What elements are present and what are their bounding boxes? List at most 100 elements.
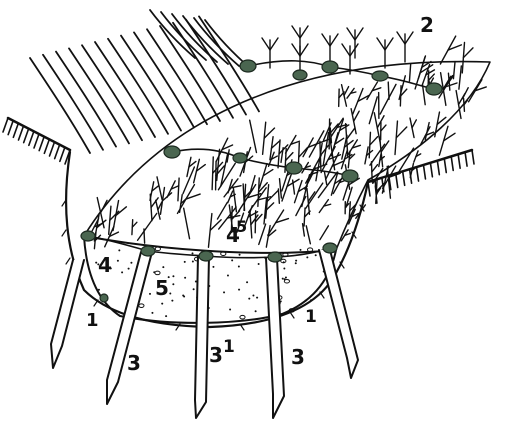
twig xyxy=(217,202,227,219)
soil-speck xyxy=(191,252,193,254)
soil-pebble xyxy=(155,271,160,275)
binding-knot xyxy=(141,246,155,256)
twig-tip xyxy=(350,44,358,56)
stake-3 xyxy=(195,256,209,418)
soil-speck xyxy=(248,298,250,300)
binding-knot xyxy=(199,251,213,261)
twig xyxy=(178,178,179,201)
soil-speck xyxy=(231,259,233,261)
ground-surface-left xyxy=(3,118,70,164)
soil-speck xyxy=(282,278,284,280)
twig xyxy=(259,224,266,244)
ground-hatch-mark xyxy=(19,126,24,140)
binding-knot xyxy=(268,252,282,262)
binding-knot xyxy=(322,61,338,73)
brushwood-stem xyxy=(43,55,103,150)
twig xyxy=(184,208,190,239)
twig-branch xyxy=(101,200,107,212)
twig xyxy=(425,123,429,140)
twig-branch xyxy=(354,111,360,121)
twig-tip xyxy=(405,32,413,44)
soil-speck xyxy=(98,289,100,291)
soil-speck xyxy=(192,260,194,262)
soil-speck xyxy=(153,271,155,273)
soil-speck xyxy=(212,266,214,268)
binding-knot xyxy=(426,83,442,95)
twig xyxy=(320,226,328,240)
brushwood-stem xyxy=(108,39,168,134)
soil-speck xyxy=(310,299,312,301)
stake-4 xyxy=(266,258,284,418)
soil-speck xyxy=(172,283,174,285)
twig xyxy=(459,66,461,89)
twig-tip xyxy=(292,26,300,38)
twig-tip xyxy=(292,44,300,56)
twig-tip xyxy=(347,28,355,40)
twig xyxy=(463,88,469,99)
ground-hatch-mark xyxy=(3,118,8,132)
label-1-right: 1 xyxy=(305,307,317,327)
soil-speck xyxy=(184,277,186,279)
brushwood-stem xyxy=(95,42,155,137)
twig-branch xyxy=(370,137,378,145)
soil-speck xyxy=(305,300,307,302)
twig-branch xyxy=(396,127,407,138)
brushwood-stem xyxy=(134,32,194,127)
binding-knot xyxy=(342,170,358,182)
ground-hatch-mark xyxy=(430,163,432,177)
soil-speck xyxy=(117,260,119,262)
soil-speck xyxy=(182,294,184,296)
ground-hatch-mark xyxy=(60,147,65,161)
soil-speck xyxy=(255,310,257,312)
soil-speck xyxy=(246,281,248,283)
twig-branch xyxy=(267,191,278,202)
soil-speck xyxy=(238,265,240,267)
soil-speck xyxy=(295,262,297,264)
soil-speck xyxy=(172,275,174,277)
pit-hatch-mark xyxy=(62,230,66,236)
soil-speck xyxy=(306,256,308,258)
label-3-left: 3 xyxy=(127,351,141,375)
soil-speck xyxy=(315,254,317,256)
label-2: 2 xyxy=(420,13,434,37)
soil-speck xyxy=(162,266,164,268)
twig xyxy=(217,149,220,180)
ground-hatch-mark xyxy=(34,134,39,148)
twig xyxy=(138,213,157,240)
brushwood-stem xyxy=(121,36,181,131)
soil-speck xyxy=(258,263,260,265)
soil-speck xyxy=(121,271,123,273)
stake-2 xyxy=(107,252,152,404)
twig xyxy=(279,179,281,198)
brushwood-stem xyxy=(160,26,220,121)
twig-tip xyxy=(385,38,393,50)
twig-branch xyxy=(372,165,378,172)
binding-knot xyxy=(81,231,95,241)
ground-hatch-mark xyxy=(437,161,439,175)
binding-knot xyxy=(293,70,307,80)
soil-speck xyxy=(283,268,285,270)
label-1-left: 1 xyxy=(86,310,99,331)
brushwood-stems-left xyxy=(30,10,259,153)
twig xyxy=(409,64,410,81)
twig xyxy=(422,85,425,105)
binding-knot xyxy=(233,153,247,163)
soil-speck xyxy=(171,300,173,302)
soil-speck xyxy=(149,293,151,295)
twig-branch xyxy=(110,211,119,220)
twig-tip xyxy=(355,28,363,40)
soil-speck xyxy=(161,303,163,305)
twig-tip xyxy=(322,34,330,46)
soil-speck xyxy=(239,254,241,256)
soil-pebble xyxy=(284,279,289,283)
brushwood-stem xyxy=(56,52,116,147)
label-3-middle: 3 xyxy=(209,343,223,367)
twig-branch xyxy=(344,87,349,96)
ground-hatch-mark xyxy=(423,165,425,179)
soil-speck xyxy=(238,289,240,291)
ground-hatch-mark xyxy=(29,131,34,145)
label-3-right: 3 xyxy=(291,345,305,369)
binding-knot xyxy=(164,146,180,158)
ground-hatch-mark xyxy=(458,154,460,168)
pit-hatch-mark xyxy=(66,258,70,264)
